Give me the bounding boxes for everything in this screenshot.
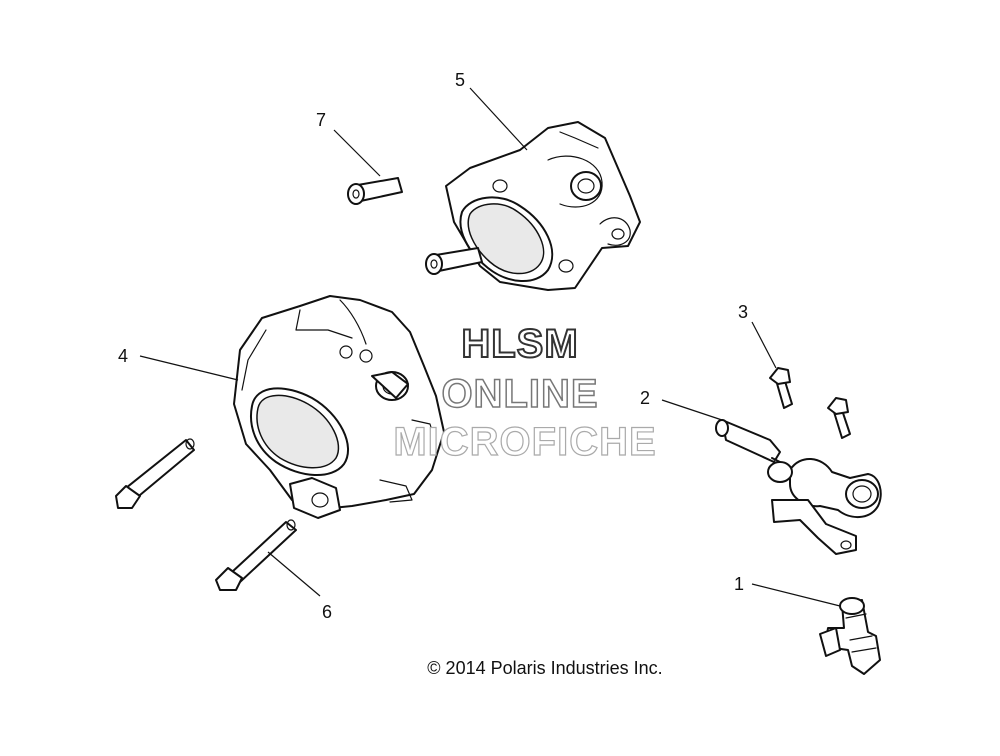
callout-1: 1 (734, 574, 744, 594)
leader-line-1 (751, 583, 841, 607)
leader-line-6 (267, 551, 321, 597)
leader-line-3 (751, 321, 777, 369)
callout-7: 7 (316, 110, 326, 130)
callout-6: 6 (322, 602, 332, 622)
intake-adapter-part (445, 121, 641, 291)
callout-5: 5 (455, 70, 465, 90)
callout-3: 3 (738, 302, 748, 322)
cap-screw-part (347, 177, 483, 275)
watermark-line-3: MICROFICHE (393, 419, 657, 464)
copyright-notice: © 2014 Polaris Industries Inc. (427, 658, 663, 678)
callout-2: 2 (640, 388, 650, 408)
throttle-body-part (233, 295, 445, 519)
leader-line-2 (661, 399, 723, 421)
fuel-injector-part (819, 597, 881, 675)
callout-4: 4 (118, 346, 128, 366)
watermark-line-1: HLSM (460, 321, 579, 367)
long-bolt-part (115, 438, 297, 591)
leader-line-5 (469, 87, 528, 151)
leader-line-4 (139, 355, 239, 381)
fuel-rail-part (715, 419, 882, 555)
leader-line-7 (333, 129, 381, 177)
small-bolt-part (769, 367, 851, 439)
watermark-line-2: ONLINE (441, 371, 599, 417)
